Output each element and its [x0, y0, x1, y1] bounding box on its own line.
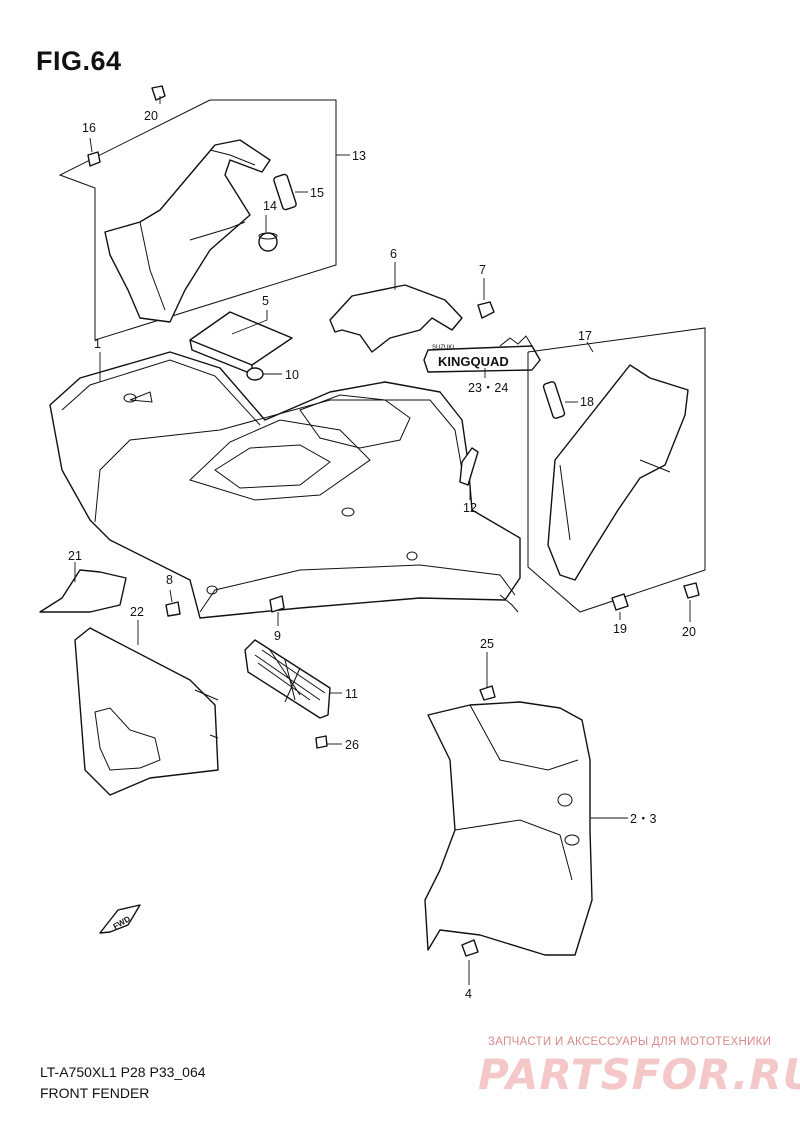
callout-19: 19: [613, 622, 627, 636]
clip-part-18: [542, 381, 566, 419]
seat-recess: [189, 419, 371, 501]
callout-10: 10: [285, 368, 299, 382]
panel-part-6: [329, 284, 463, 353]
decal-text: KINGQUAD: [438, 354, 509, 369]
left-inner-panel: [104, 139, 271, 323]
shield-part-22: [74, 627, 219, 796]
front-fender-main: [49, 351, 521, 619]
callout-14: 14: [263, 199, 277, 213]
figure-title: FIG.64: [36, 46, 122, 76]
callout-16: 16: [82, 121, 96, 135]
callout-2-3: 2・3: [630, 812, 656, 826]
callout-5: 5: [262, 294, 269, 308]
watermark-tagline: ЗАПЧАСТИ И АКСЕССУАРЫ ДЛЯ МОТОТЕХНИКИ: [488, 1036, 772, 1048]
screw-part-9: [269, 595, 285, 613]
callout-22: 22: [130, 605, 144, 619]
kingquad-decal: SUZUKI KINGQUAD: [423, 335, 541, 373]
callout-8: 8: [166, 573, 173, 587]
callout-6: 6: [390, 247, 397, 261]
decal-brand: SUZUKI: [432, 345, 454, 351]
callout-15: 15: [310, 186, 324, 200]
cushion-part-14: [258, 232, 278, 252]
callout-20-top: 20: [144, 109, 158, 123]
screw-part-8: [165, 601, 181, 617]
callout-20-right: 20: [682, 625, 696, 639]
panel-part-21: [39, 569, 127, 613]
screw-part-20a: [151, 85, 166, 101]
right-inner-panel: [547, 364, 689, 581]
callout-4: 4: [465, 987, 472, 1001]
callout-17: 17: [578, 329, 592, 343]
screw-part-7: [477, 301, 495, 319]
callout-9: 9: [274, 629, 281, 643]
fender-body: [49, 351, 521, 619]
leader-lines: [74, 96, 691, 985]
callout-1: 1: [94, 337, 101, 351]
callout-7: 7: [479, 263, 486, 277]
callout-23-24: 23・24: [468, 381, 508, 395]
section-name: FRONT FENDER: [40, 1085, 150, 1101]
clip-part-15: [273, 173, 297, 211]
callout-13: 13: [352, 149, 366, 163]
callout-26: 26: [345, 738, 359, 752]
screw-part-25: [479, 685, 496, 701]
assembly-box-right: [527, 327, 706, 613]
left-panel-assembly: [58, 85, 337, 341]
grommet-part-10: [246, 367, 264, 381]
right-panel-assembly: [527, 327, 706, 613]
callout-11: 11: [345, 687, 358, 701]
screw-part-20b: [683, 582, 700, 599]
assembly-box-left: [58, 99, 337, 341]
callout-25: 25: [480, 637, 494, 651]
screw-part-26: [315, 735, 328, 749]
screw-part-19: [611, 593, 629, 611]
model-code: LT-A750XL1 P28 P33_064: [40, 1064, 206, 1080]
callout-21: 21: [68, 549, 82, 563]
callout-labels: 1 2・3 4 5 6 7 8 9 10 11 12 13 14 15 16 1…: [68, 109, 696, 1001]
fwd-direction-arrow: FWD: [99, 904, 141, 934]
callout-12: 12: [463, 501, 477, 515]
clip-part-12: [459, 447, 479, 486]
watermark-brand: PARTSFOR.RU: [478, 1050, 800, 1099]
screw-part-16: [87, 151, 101, 167]
screw-part-4: [461, 939, 479, 957]
callout-18: 18: [580, 395, 594, 409]
grille-part-11: [244, 639, 331, 749]
mudguard-part-2-3: [424, 685, 593, 957]
